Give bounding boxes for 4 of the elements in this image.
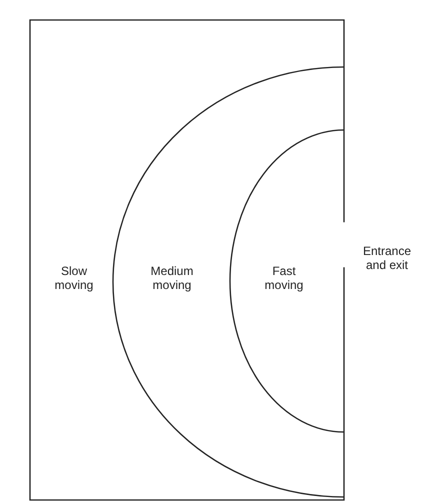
zone-label: Medium moving	[150, 265, 194, 293]
zone-label: Slow moving	[54, 265, 94, 293]
entrance-label: Entrance and exit	[362, 245, 412, 273]
zone-label: Fast moving	[264, 265, 304, 293]
